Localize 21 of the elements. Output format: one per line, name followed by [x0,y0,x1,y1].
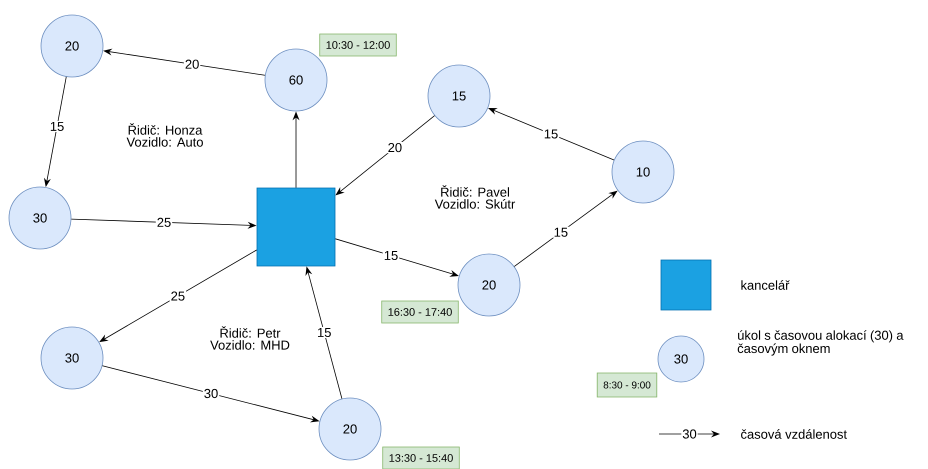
edge-label: 15 [384,251,398,260]
driver-label: Řidič: Pavel Vozidlo: Skútr [434,185,516,209]
edge-label: 20 [186,60,199,69]
office-square [256,188,336,266]
legend-text: kancelář [741,280,790,290]
edge-label: 20 [388,142,402,152]
driver-label: Řidič: Petr Vozidlo: MHD [210,326,290,350]
edge-label: 15 [554,228,568,237]
time-window-box: 8:30 - 9:00 [596,372,658,398]
edge-label: 25 [157,218,171,227]
edge-label: 25 [171,291,185,301]
time-window-box: 10:30 - 12:00 [319,34,397,56]
legend-text: časová vzdálenost [741,429,847,439]
edge-label: 15 [318,328,331,338]
driver-label: Řidič: Honza Vozidlo: Auto [126,123,203,147]
time-window-box: 13:30 - 15:40 [382,446,460,469]
edge-label: 30 [204,388,218,398]
edge-label: 15 [544,129,558,138]
legend-text: úkol s časovou alokací (30) a časovým oknem [738,330,904,356]
edge-label: 15 [50,122,64,131]
time-window-box: 16:30 - 17:40 [381,300,459,324]
